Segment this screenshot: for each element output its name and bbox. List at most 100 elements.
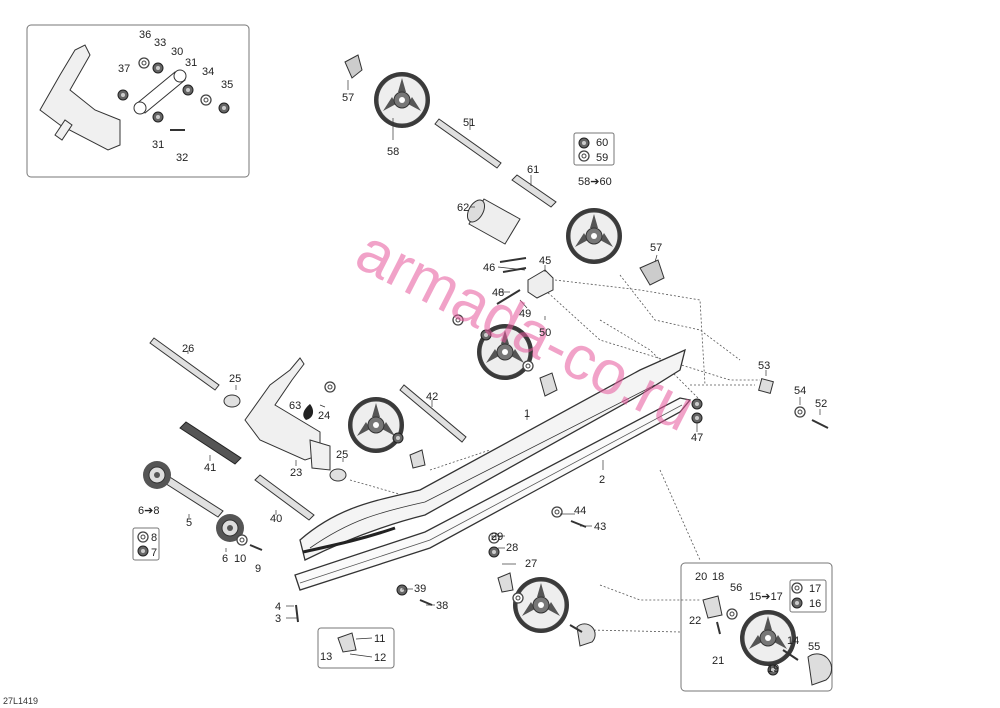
spacer-tube [466,198,521,245]
detail-box-15-17 [789,579,827,613]
callout-63: 63 [289,400,301,412]
callout-1: 1 [524,408,530,420]
callout-44: 44 [574,505,586,517]
callout-3: 3 [275,613,281,625]
callout-56: 56 [730,582,742,594]
callout-50: 50 [539,327,551,339]
callout-31a: 31 [185,57,197,69]
callout-54: 54 [794,385,806,397]
callout-47: 47 [691,432,703,444]
callout-51: 51 [463,117,475,129]
callout-40: 40 [270,513,282,525]
callout-5: 5 [186,517,192,529]
callout-43: 43 [594,521,606,533]
bracket-57 [344,54,363,79]
runner [294,397,692,591]
rocker-arm-top-left [39,44,121,151]
callout-leaders [187,80,821,658]
callout-61: 61 [527,164,539,176]
bracket-mount-b [409,449,426,469]
callout-10: 10 [234,553,246,565]
callout-48: 48 [492,287,504,299]
callout-14: 14 [787,635,799,647]
callout-27: 27 [525,558,537,570]
callout-41: 41 [204,462,216,474]
callout-57b: 57 [650,242,662,254]
hardware [117,57,833,686]
slide-rail [299,348,686,561]
axle-sleeve-25 [223,394,241,408]
callout-60: 60 [596,137,608,149]
idler-wheel-rear [512,576,570,634]
callout-19: 19 [767,663,779,675]
idler-wheel-58b [565,207,623,265]
callout-62: 62 [457,202,469,214]
axle-sleeve-25b [329,468,347,482]
callout-42: 42 [426,391,438,403]
callout-35: 35 [221,79,233,91]
callout-52: 52 [815,398,827,410]
callout-24: 24 [318,410,330,422]
idler-wheel-58 [373,71,431,129]
callout-57a: 57 [342,92,354,104]
callout-17: 17 [809,583,821,595]
callout-37: 37 [118,63,130,75]
detail-box-6-8 [132,527,160,561]
bracket-18 [702,595,723,619]
bracket-57b [639,259,665,286]
callout-26: 26 [182,343,194,355]
callout-6to8: 6➔8 [138,505,159,517]
callout-58to60: 58➔60 [578,176,612,188]
bracket-mount-c [497,572,514,593]
callout-46: 46 [483,262,495,274]
callout-4: 4 [275,601,281,613]
callout-49: 49 [519,308,531,320]
callout-32: 32 [176,152,188,164]
detail-box-bottom-left [317,627,395,669]
callout-28: 28 [506,542,518,554]
detail-box-bottom-right [680,562,833,692]
callout-25a: 25 [229,373,241,385]
bracket-11 [337,632,357,653]
callout-34: 34 [202,66,214,78]
callout-labels: 36 33 30 37 31 34 35 31 32 57 58 51 60 5… [118,29,827,675]
shafts [149,118,557,521]
callout-33: 33 [154,37,166,49]
callout-39: 39 [414,583,426,595]
detail-box-top-left [26,24,250,178]
callout-22: 22 [689,615,701,627]
callout-38: 38 [436,600,448,612]
detail-box-58-60 [573,132,615,166]
callout-8: 8 [151,532,157,544]
callout-18: 18 [712,571,724,583]
callout-2: 2 [599,474,605,486]
end-wheel-right [216,514,244,542]
callout-36: 36 [139,29,151,41]
callout-55: 55 [808,641,820,653]
callout-6: 6 [222,553,228,565]
callout-23: 23 [290,467,302,479]
callout-13: 13 [320,651,332,663]
callout-53: 53 [758,360,770,372]
end-wheel-left [143,461,171,489]
idler-wheel-63 [347,396,405,454]
callout-21: 21 [712,655,724,667]
reference-code: 27L1419 [3,696,38,706]
rocker-arm-23 [244,357,331,471]
callout-30: 30 [171,46,183,58]
hex-shaft [179,421,242,465]
callout-31b: 31 [152,139,164,151]
callout-11: 11 [374,633,385,645]
callout-15to17: 15➔17 [749,591,783,603]
callout-29: 29 [491,531,503,543]
bracket-mount [539,372,558,397]
callout-45: 45 [539,255,551,267]
callout-7: 7 [151,547,157,559]
link-arm-30 [133,69,187,115]
callout-16: 16 [809,598,821,610]
callout-25b: 25 [336,449,348,461]
callout-58: 58 [387,146,399,158]
callout-59: 59 [596,152,608,164]
callout-9: 9 [255,563,261,575]
